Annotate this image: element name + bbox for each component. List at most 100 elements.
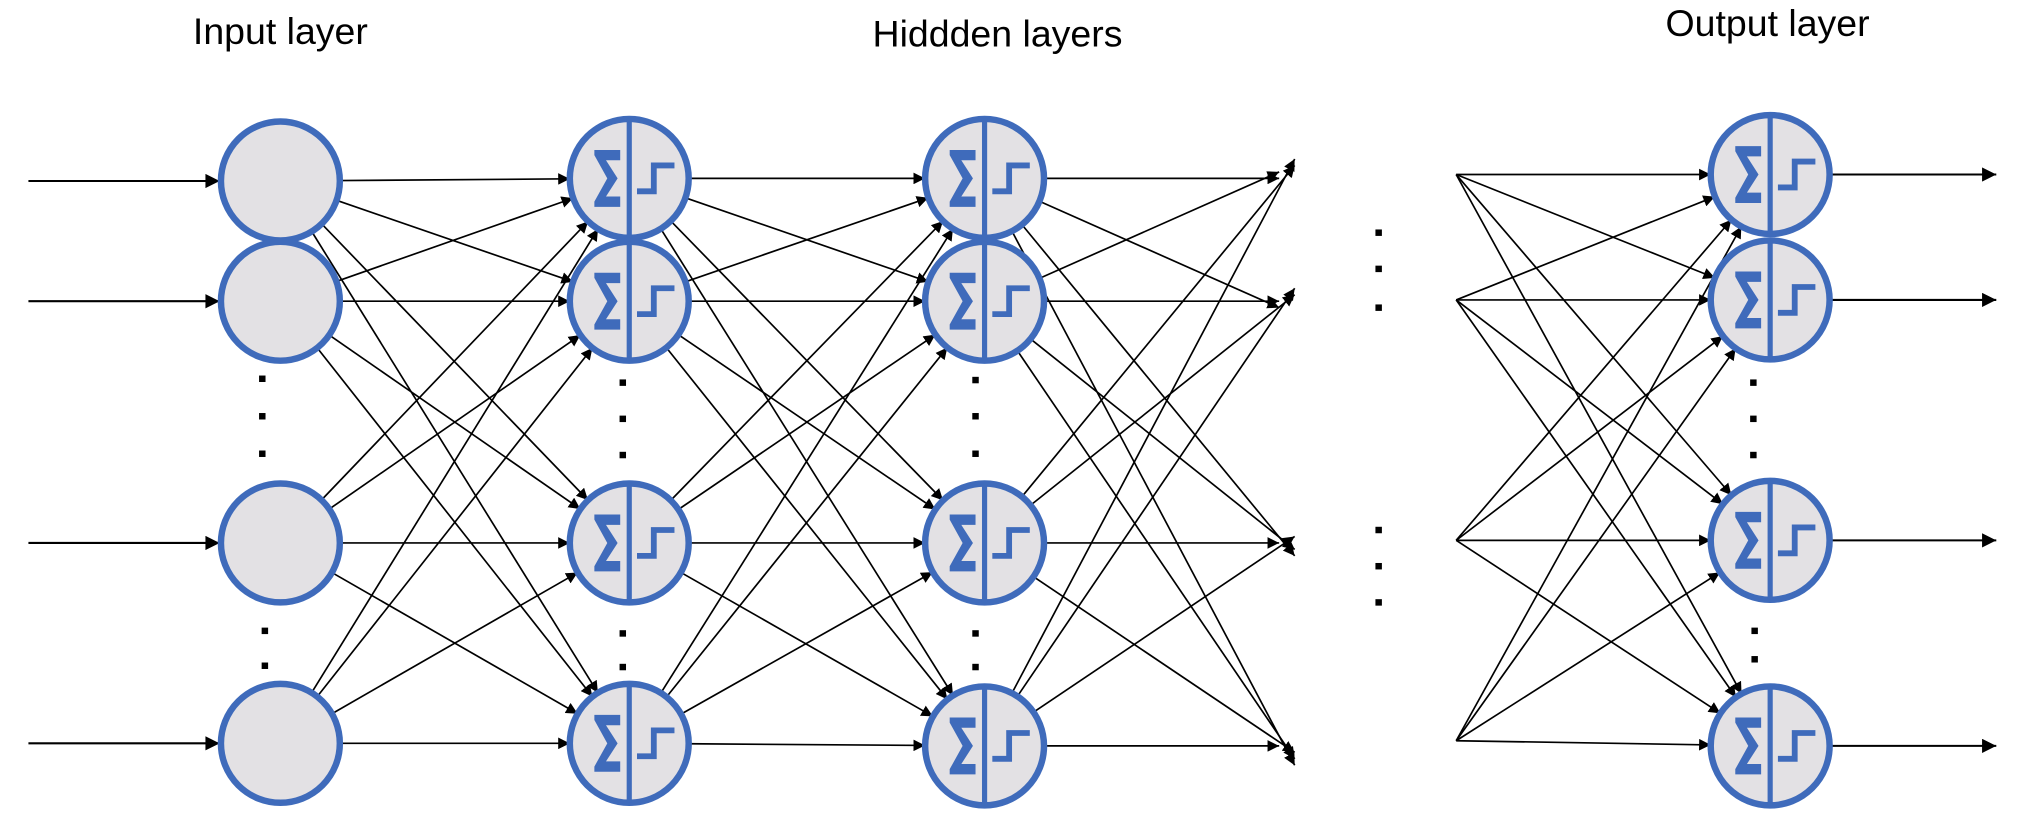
connection-arrow xyxy=(1455,335,1724,542)
step-function-icon xyxy=(637,527,675,559)
output-neuron xyxy=(1707,683,1833,809)
connection-arrow xyxy=(336,196,574,283)
connection-arrow xyxy=(1016,350,1296,760)
hidden-neuron xyxy=(566,680,692,807)
sigma-icon xyxy=(949,272,976,330)
connection-arrow xyxy=(1016,287,1296,697)
ellipsis-dot xyxy=(1375,229,1382,236)
connection-arrow xyxy=(1455,571,1721,742)
input-node xyxy=(217,238,344,364)
connection-arrow xyxy=(1455,226,1743,742)
ellipsis-dot xyxy=(1751,656,1758,663)
connection-arrow xyxy=(1456,738,1711,751)
connection-arrow xyxy=(310,228,599,694)
ellipsis-dot xyxy=(259,450,266,457)
step-function-icon xyxy=(1777,158,1816,191)
connection-arrow xyxy=(1455,347,1737,742)
connection-arrow xyxy=(1039,171,1280,280)
step-function-icon xyxy=(992,162,1030,195)
sigma-icon xyxy=(594,272,621,330)
ellipsis-dot xyxy=(972,663,979,671)
connection-arrow xyxy=(1455,299,1724,505)
step-function-icon xyxy=(992,527,1030,559)
hidden-layers-title: Hiddden layers xyxy=(873,13,1123,55)
sigma-icon xyxy=(1735,511,1762,569)
ellipsis-dot xyxy=(1375,526,1382,534)
connection-arrow xyxy=(1033,535,1296,713)
hidden-neuron xyxy=(921,115,1048,242)
connection-arrow xyxy=(1011,230,1296,766)
input-node xyxy=(217,480,344,606)
step-function-icon xyxy=(992,285,1030,318)
ellipsis-dot xyxy=(1375,599,1382,606)
connection-arrow xyxy=(1455,299,1737,698)
ellipsis-dot xyxy=(261,627,269,635)
hidden-neuron xyxy=(921,238,1048,364)
sigma-icon xyxy=(949,717,976,775)
step-function-icon xyxy=(1777,284,1816,316)
sigma-icon xyxy=(949,514,976,572)
hidden-neuron xyxy=(566,115,692,242)
input-layer-title: Input layer xyxy=(193,10,368,52)
ellipsis-dot xyxy=(1750,415,1757,423)
ellipsis-dot xyxy=(619,451,627,459)
ellipsis-dot xyxy=(259,375,266,382)
output-neuron xyxy=(1707,237,1833,363)
connection-arrow xyxy=(1455,219,1733,541)
connection-arrow xyxy=(1455,174,1743,695)
ellipsis-dot xyxy=(972,630,979,637)
connection-arrow xyxy=(1455,173,1716,279)
ellipsis-dot xyxy=(619,415,627,423)
connection-arrow xyxy=(1021,224,1296,557)
step-function-icon xyxy=(637,727,675,760)
ellipsis-dot xyxy=(259,413,266,420)
connection-arrow xyxy=(1455,195,1716,301)
connection-arrow xyxy=(677,333,936,511)
connection-arrow xyxy=(680,571,934,718)
connection-arrow xyxy=(685,196,929,283)
connection-arrow xyxy=(331,571,579,715)
connection-arrow xyxy=(336,199,574,284)
connection-arrow xyxy=(1455,539,1721,715)
sigma-icon xyxy=(594,149,621,207)
nodes xyxy=(217,111,1833,809)
connection-arrow xyxy=(1021,164,1296,498)
connection-arrow xyxy=(1030,294,1296,506)
ellipsis-dot xyxy=(1375,562,1382,570)
step-function-icon xyxy=(637,285,675,318)
hidden-neuron xyxy=(566,238,692,364)
connection-arrow xyxy=(1455,173,1733,496)
ellipsis-dot xyxy=(619,630,627,637)
sigma-icon xyxy=(1735,271,1762,329)
input-node xyxy=(217,118,344,244)
connection-arrow xyxy=(665,347,948,698)
output-neuron xyxy=(1707,477,1833,604)
ellipsis-dot xyxy=(1750,379,1757,386)
connection-arrow xyxy=(328,334,581,510)
connection-arrow xyxy=(321,223,589,501)
connection-arrow xyxy=(1030,338,1296,551)
input-node xyxy=(217,680,344,807)
connection-arrow xyxy=(680,571,934,715)
connection-arrow xyxy=(688,739,926,752)
ellipsis-dot xyxy=(1751,627,1758,635)
connection-arrow xyxy=(316,347,594,698)
ellipsis-dot xyxy=(261,662,269,669)
ellipsis-dot xyxy=(972,413,979,420)
connections xyxy=(28,158,1997,766)
ellipsis-dot xyxy=(972,376,979,384)
sigma-icon xyxy=(949,149,976,207)
connection-arrow xyxy=(660,228,954,694)
connection-arrow xyxy=(670,220,944,501)
sigma-icon xyxy=(594,714,621,772)
ellipsis-dot xyxy=(1750,451,1757,459)
connection-arrow xyxy=(1011,158,1296,694)
output-layer-title: Output layer xyxy=(1666,2,1870,44)
hidden-neuron xyxy=(921,683,1048,809)
step-function-icon xyxy=(992,730,1030,762)
connection-arrow xyxy=(1033,575,1296,754)
sigma-icon xyxy=(1735,717,1762,775)
ellipsis-dot xyxy=(972,450,979,457)
ellipsis-dot xyxy=(619,379,627,386)
